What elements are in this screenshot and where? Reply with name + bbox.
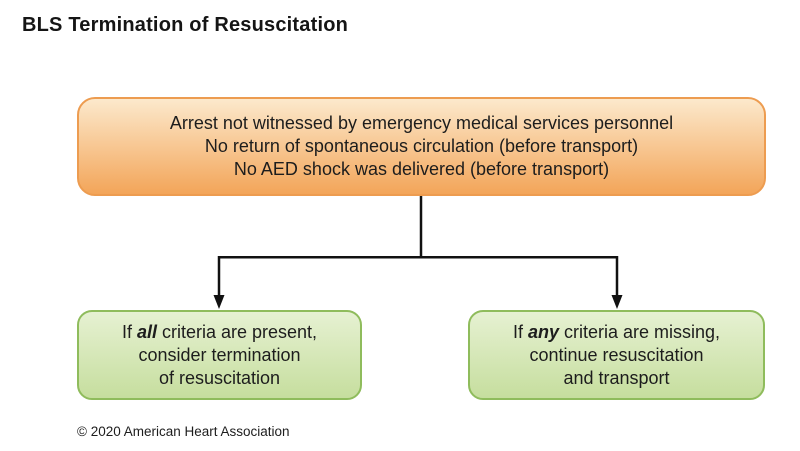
criteria-line-3: No AED shock was delivered (before trans… — [233, 159, 610, 179]
outcome-right-prefix: If — [512, 321, 528, 342]
outcome-left-line-1: If all criteria are present, — [122, 321, 317, 344]
outcome-right-emphasis: any — [527, 321, 559, 342]
outcome-left-emphasis: all — [136, 321, 157, 342]
outcome-left-line-2: consider termination — [138, 344, 301, 365]
outcome-right-line-1: If any criteria are missing, — [513, 321, 720, 344]
criteria-line-1: Arrest not witnessed by emergency medica… — [169, 113, 674, 133]
page-title: BLS Termination of Resuscitation — [22, 14, 349, 36]
criteria-box: Arrest not witnessed by emergency medica… — [77, 97, 766, 196]
outcome-box-terminate: If all criteria are present, consider te… — [77, 310, 362, 400]
outcome-right-line-2: continue resuscitation — [529, 344, 704, 365]
outcome-left-line-3: of resuscitation — [158, 367, 281, 388]
copyright-text: © 2020 American Heart Association — [77, 424, 290, 439]
outcome-right-suffix: criteria are missing, — [559, 321, 721, 342]
outcome-right-line-3: and transport — [563, 367, 670, 388]
outcome-left-prefix: If — [121, 321, 137, 342]
criteria-line-2: No return of spontaneous circulation (be… — [204, 136, 639, 156]
outcome-left-suffix: criteria are present, — [156, 321, 318, 342]
outcome-box-continue: If any criteria are missing, continue re… — [468, 310, 765, 400]
